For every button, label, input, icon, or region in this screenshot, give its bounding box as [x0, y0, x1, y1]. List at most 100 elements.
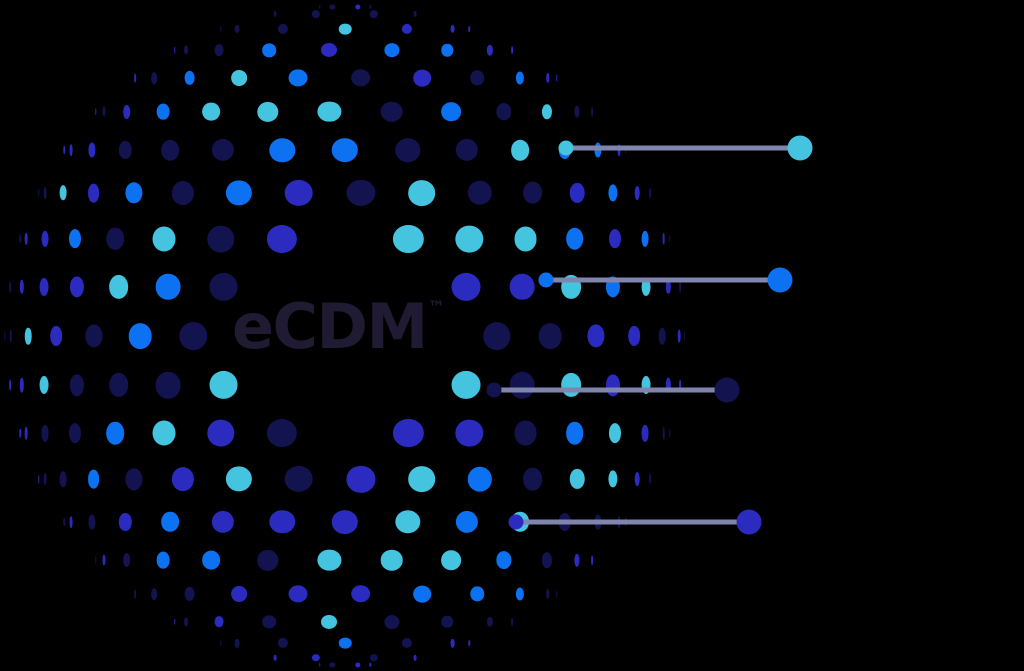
callout-anchor-dot[interactable] — [508, 514, 524, 530]
sphere-dot — [19, 279, 24, 295]
callout-endpoint-dot[interactable] — [714, 377, 740, 403]
sphere-dot — [669, 234, 671, 244]
callout-anchor-dot[interactable] — [486, 382, 502, 398]
sphere-dot — [179, 322, 208, 350]
callout-anchor-dot[interactable] — [558, 140, 574, 156]
sphere-dot — [220, 640, 222, 647]
sphere-dot — [608, 470, 618, 488]
sphere-dot — [394, 510, 421, 534]
sphere-dot — [108, 274, 129, 299]
sphere-dot — [609, 228, 622, 249]
sphere-dot — [69, 374, 84, 396]
sphere-dot — [455, 225, 484, 253]
sphere-dot — [678, 281, 681, 293]
sphere-dot — [662, 426, 665, 440]
sphere-dot — [284, 179, 313, 206]
sphere-dot — [214, 44, 224, 57]
sphere-dot — [171, 467, 195, 492]
sphere-dot — [514, 420, 537, 446]
sphere-dot — [634, 472, 640, 487]
sphere-dot — [262, 615, 277, 629]
sphere-dot — [383, 614, 400, 629]
sphere-dot — [369, 662, 372, 668]
sphere-dot — [574, 105, 580, 118]
sphere-dot — [41, 425, 49, 442]
sphere-dot — [496, 102, 512, 121]
sphere-dot — [355, 4, 361, 10]
callout-endpoint-dot[interactable] — [736, 509, 762, 535]
sphere-dot — [351, 585, 371, 603]
sphere-dot — [455, 510, 479, 534]
sphere-dot — [95, 107, 97, 116]
sphere-dot — [214, 615, 224, 628]
sphere-dot — [441, 101, 461, 122]
sphere-dot — [122, 104, 131, 119]
sphere-dot — [174, 46, 176, 54]
sphere-dot — [380, 550, 403, 571]
callout-endpoint-dot[interactable] — [787, 135, 813, 161]
sphere-dot — [509, 273, 535, 301]
sphere-dot — [206, 225, 235, 253]
sphere-dot — [257, 550, 279, 571]
sphere-dot — [87, 469, 100, 489]
sphere-dot — [641, 230, 649, 247]
sphere-dot — [119, 141, 132, 160]
sphere-dot — [209, 272, 239, 301]
sphere-dot — [235, 24, 240, 33]
sphere-dot — [662, 232, 665, 246]
sphere-dot — [24, 426, 28, 440]
sphere-dot — [68, 423, 81, 444]
sphere-dot — [321, 614, 338, 629]
sphere-dot — [407, 179, 436, 206]
sphere-dot — [225, 180, 252, 206]
callout-endpoint-dot[interactable] — [767, 267, 793, 293]
sphere-dot — [257, 101, 279, 122]
sphere-dot — [151, 72, 157, 84]
callout-line — [516, 519, 749, 525]
sphere-dot — [678, 379, 681, 391]
sphere-dot — [317, 550, 341, 571]
sphere-dot — [266, 224, 297, 253]
sphere-dot — [413, 69, 432, 87]
sphere-dot — [155, 273, 181, 301]
sphere-dot — [468, 640, 470, 647]
sphere-dot — [468, 25, 470, 32]
sphere-dot — [608, 184, 618, 202]
sphere-dot — [318, 662, 321, 668]
sphere-dot — [355, 662, 361, 668]
sphere-dot — [413, 11, 417, 18]
sphere-dot — [288, 69, 308, 87]
sphere-dot — [511, 617, 513, 626]
sphere-dot — [68, 228, 81, 249]
sphere-dot — [69, 516, 73, 528]
sphere-dot — [413, 654, 417, 661]
sphere-dot — [591, 106, 594, 117]
sphere-dot — [561, 373, 582, 398]
sphere-dot — [541, 103, 552, 120]
sphere-dot — [591, 555, 594, 566]
sphere-dot — [450, 24, 455, 33]
sphere-dot — [39, 277, 49, 296]
sphere-dot — [19, 428, 21, 438]
sphere-dot — [156, 103, 170, 120]
sphere-dot — [211, 510, 235, 534]
sphere-dot — [486, 44, 493, 56]
sphere-dot — [284, 466, 313, 493]
callout-anchor-dot[interactable] — [538, 272, 554, 288]
sphere-dot — [648, 474, 651, 485]
sphere-dot — [43, 473, 47, 486]
sphere-dot — [470, 586, 484, 602]
sphere-dot — [538, 323, 562, 349]
sphere-dot — [393, 419, 424, 448]
sphere-dot — [125, 468, 143, 490]
sphere-dot — [37, 188, 40, 198]
sphere-dot — [609, 423, 622, 444]
sphere-dot — [669, 428, 671, 438]
sphere-dot — [441, 550, 461, 571]
sphere-dot — [666, 377, 671, 393]
sphere-dot — [211, 138, 235, 162]
sphere-dot — [63, 517, 65, 526]
sphere-dot — [509, 371, 535, 399]
